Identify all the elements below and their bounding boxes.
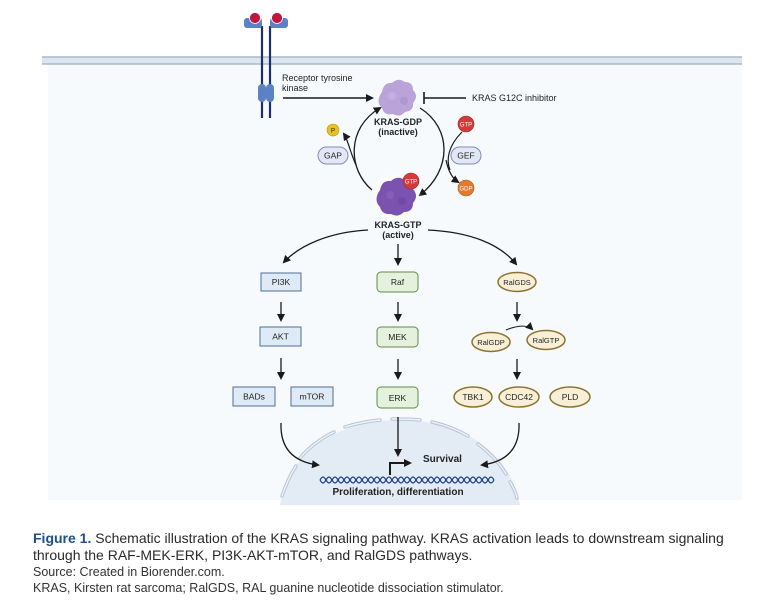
transcription-start-icon bbox=[389, 459, 412, 475]
gap-hydrolysis-arrow bbox=[353, 106, 382, 191]
ralgdp-node bbox=[471, 331, 511, 353]
kras-to-ralgds-arrow bbox=[427, 229, 518, 266]
kras-pathway-diagram: Receptor tyrosine kinase KRAS-GDP (inact… bbox=[42, 12, 742, 505]
caption-abbreviations: KRAS, Kirsten rat sarcoma; RalGDS, RAL g… bbox=[33, 581, 504, 595]
proliferation-label: Proliferation, differentiation bbox=[332, 487, 463, 498]
mek-node bbox=[376, 326, 419, 348]
akt-label: AKT bbox=[272, 332, 289, 342]
ralgdp-to-ralgtp-arrow bbox=[505, 321, 534, 331]
gdp-label: GDP bbox=[459, 187, 472, 193]
figure-label: Figure 1. bbox=[33, 530, 92, 546]
gdp-out-arrow bbox=[445, 159, 460, 184]
gef-label: GEF bbox=[457, 151, 474, 161]
cdc42-label: CDC42 bbox=[505, 392, 533, 402]
gef-exchange-arrow bbox=[418, 107, 445, 197]
kras-gdp-label: KRAS-GDP bbox=[374, 117, 422, 127]
gap-label: GAP bbox=[324, 151, 342, 161]
kras-gdp-label: (inactive) bbox=[378, 127, 418, 137]
mek-label: MEK bbox=[388, 332, 407, 342]
gtp-label: GTP bbox=[460, 123, 472, 129]
kras-gtp-label: KRAS-GTP bbox=[375, 220, 422, 230]
caption-main: Figure 1. Schematic illustration of the … bbox=[33, 530, 753, 564]
cdc42-node bbox=[498, 386, 540, 408]
tbk1-node bbox=[453, 386, 493, 408]
gtp-bound-label: GTP bbox=[405, 180, 417, 186]
gtp-icon bbox=[457, 115, 475, 133]
receptor-label: kinase bbox=[282, 83, 308, 93]
ligand-icon bbox=[249, 12, 261, 24]
kras-gtp-label: (active) bbox=[382, 230, 414, 240]
pi3k-to-nucleus-arrow bbox=[280, 422, 320, 469]
ralgtp-node bbox=[526, 329, 566, 351]
figure-caption: Figure 1. Schematic illustration of the … bbox=[33, 530, 753, 596]
gtp-bound-icon bbox=[402, 172, 420, 190]
tbk1-label: TBK1 bbox=[462, 392, 484, 402]
survival-label: Survival bbox=[423, 454, 462, 465]
raf-node bbox=[376, 271, 419, 293]
bads-node bbox=[232, 386, 276, 407]
kras-g12c-inhibitor-label: KRAS G12C inhibitor bbox=[472, 93, 557, 103]
ralgtp-label: RalGTP bbox=[533, 336, 560, 345]
caption-source: Source: Created in Biorender.com. bbox=[33, 565, 225, 579]
receptor-tyrosine-kinase-icon bbox=[244, 12, 288, 118]
ralgdp-label: RalGDP bbox=[477, 338, 505, 347]
ralgds-node bbox=[497, 271, 537, 293]
ralgds-label: RalGDS bbox=[503, 278, 531, 287]
raf-label: Raf bbox=[391, 277, 405, 287]
dna-strand bbox=[319, 476, 495, 484]
akt-node bbox=[259, 326, 302, 347]
ral-to-nucleus-arrow bbox=[480, 422, 520, 469]
phosphate-label: P bbox=[331, 129, 335, 135]
mtor-label: mTOR bbox=[300, 392, 325, 402]
phosphate-release-arrow bbox=[342, 132, 357, 166]
gtp-in-arrow bbox=[447, 131, 463, 171]
kras-to-pi3k-arrow bbox=[282, 229, 369, 264]
phosphate-icon bbox=[326, 123, 340, 137]
mtor-node bbox=[290, 386, 334, 407]
kras-gdp-protein-icon bbox=[378, 79, 416, 116]
gdp-icon bbox=[457, 179, 475, 197]
erk-label: ERK bbox=[389, 393, 407, 403]
ligand-icon bbox=[271, 12, 283, 24]
receptor-label: Receptor tyrosine bbox=[282, 73, 353, 83]
caption-text: Schematic illustration of the KRAS signa… bbox=[33, 530, 724, 563]
pi3k-label: PI3K bbox=[272, 277, 291, 287]
bads-label: BADs bbox=[243, 392, 265, 402]
gef-node bbox=[450, 146, 482, 165]
dna-icon bbox=[319, 476, 495, 484]
dna-strand bbox=[319, 476, 495, 484]
pld-label: PLD bbox=[562, 392, 579, 402]
gap-node bbox=[317, 146, 349, 165]
cell-membrane bbox=[42, 56, 742, 65]
erk-node bbox=[376, 386, 419, 409]
pld-node bbox=[549, 386, 591, 408]
pi3k-node bbox=[260, 272, 302, 292]
